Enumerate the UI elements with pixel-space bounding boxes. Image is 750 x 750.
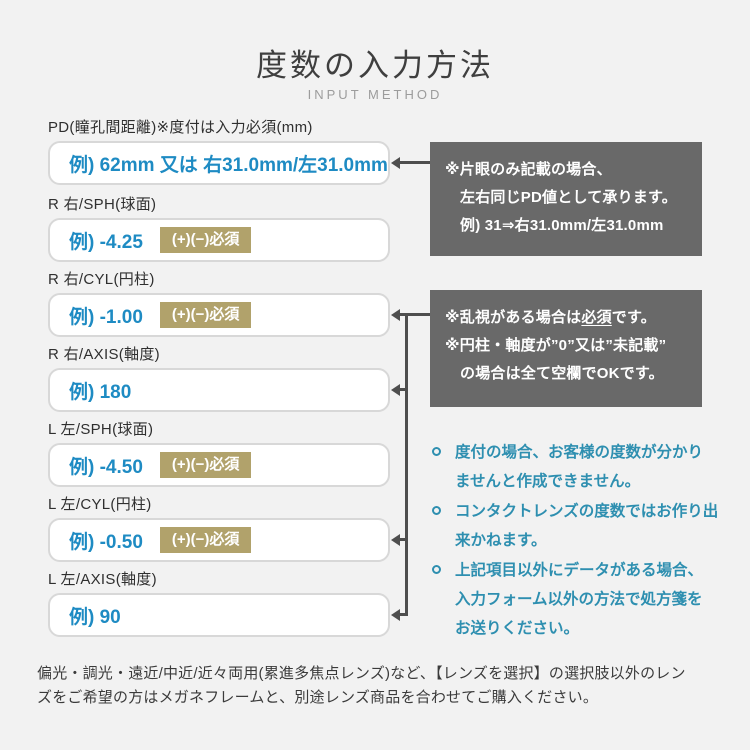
r-sph-label: R 右/SPH(球面) bbox=[48, 196, 157, 213]
arrow-left-icon bbox=[391, 309, 400, 321]
field-r-sph: R 右/SPH(球面) 例) -4.25 (+)(−)必須 bbox=[48, 194, 390, 262]
connector-line bbox=[398, 388, 408, 391]
connector-line bbox=[398, 161, 430, 164]
pd-note-box: ※片眼のみ記載の場合、 左右同じPD値として承ります。 例) 31⇒右31.0m… bbox=[430, 142, 702, 256]
list-item: 度付の場合、お客様の度数が分かり ませんと作成できません。 bbox=[431, 438, 729, 496]
connector-line bbox=[398, 313, 430, 316]
field-r-axis: R 右/AXIS(軸度) 例) 180 bbox=[48, 344, 390, 412]
l-sph-input[interactable]: 例) -4.50 (+)(−)必須 bbox=[48, 443, 390, 487]
list-item: コンタクトレンズの度数ではお作り出 来かねます。 bbox=[431, 497, 729, 555]
r-cyl-label: R 右/CYL(円柱) bbox=[48, 271, 155, 288]
r-axis-label: R 右/AXIS(軸度) bbox=[48, 346, 160, 363]
required-underline: 必須 bbox=[581, 309, 612, 326]
l-cyl-input[interactable]: 例) -0.50 (+)(−)必須 bbox=[48, 518, 390, 562]
section-title: 度数の入力方法 bbox=[256, 48, 494, 83]
field-pd: PD(瞳孔間距離)※度付は入力必須(mm) 例) 62mm 又は 右31.0mm… bbox=[48, 117, 390, 185]
cyl-note-line2: ※円柱・軸度が”0”又は”未記載” bbox=[445, 337, 667, 354]
arrow-left-icon bbox=[391, 157, 400, 169]
required-badge: (+)(−)必須 bbox=[159, 527, 252, 553]
required-badge: (+)(−)必須 bbox=[159, 452, 252, 478]
footer-note: 偏光・調光・遠近/中近/近々両用(累進多焦点レンズ)など、【レンズを選択】の選択… bbox=[37, 665, 686, 706]
cyl-note-line3: の場合は全て空欄でOKです。 bbox=[460, 365, 664, 382]
l-sph-example-text: 例) -4.50 bbox=[69, 456, 143, 478]
section-subtitle: INPUT METHOD bbox=[307, 87, 443, 102]
l-sph-label: L 左/SPH(球面) bbox=[48, 421, 154, 438]
connector-line bbox=[398, 613, 408, 616]
pd-note-line1: ※片眼のみ記載の場合、 bbox=[445, 161, 612, 178]
cyl-axis-note-box: ※乱視がある場合は必須です。 ※円柱・軸度が”0”又は”未記載” の場合は全て空… bbox=[430, 290, 702, 407]
l-axis-label: L 左/AXIS(軸度) bbox=[48, 571, 157, 588]
pd-note-line2: 左右同じPD値として承ります。 bbox=[460, 189, 677, 206]
field-l-axis: L 左/AXIS(軸度) 例) 90 bbox=[48, 569, 390, 637]
r-sph-example-text: 例) -4.25 bbox=[69, 231, 143, 253]
required-badge: (+)(−)必須 bbox=[159, 227, 252, 253]
arrow-left-icon bbox=[391, 384, 400, 396]
circle-bullet-icon bbox=[432, 506, 441, 515]
circle-bullet-icon bbox=[432, 565, 441, 574]
caution-list: 度付の場合、お客様の度数が分かり ませんと作成できません。 コンタクトレンズの度… bbox=[431, 438, 729, 644]
connector-line-vertical bbox=[405, 313, 408, 616]
field-r-cyl: R 右/CYL(円柱) 例) -1.00 (+)(−)必須 bbox=[48, 269, 390, 337]
cyl-note-line1: ※乱視がある場合は必須です。 bbox=[445, 309, 656, 326]
pd-input[interactable]: 例) 62mm 又は 右31.0mm/左31.0mm bbox=[48, 141, 390, 185]
r-axis-example-text: 例) 180 bbox=[69, 381, 132, 403]
connector-line bbox=[398, 538, 408, 541]
r-axis-input[interactable]: 例) 180 bbox=[48, 368, 390, 412]
l-axis-input[interactable]: 例) 90 bbox=[48, 593, 390, 637]
arrow-left-icon bbox=[391, 534, 400, 546]
arrow-left-icon bbox=[391, 609, 400, 621]
required-badge: (+)(−)必須 bbox=[159, 302, 252, 328]
list-item: 上記項目以外にデータがある場合、 入力フォーム以外の方法で処方箋を お送りくださ… bbox=[431, 556, 729, 643]
l-axis-example-text: 例) 90 bbox=[69, 606, 121, 628]
pd-example-text: 例) 62mm 又は 右31.0mm/左31.0mm bbox=[69, 154, 388, 176]
r-sph-input[interactable]: 例) -4.25 (+)(−)必須 bbox=[48, 218, 390, 262]
l-cyl-label: L 左/CYL(円柱) bbox=[48, 496, 152, 513]
r-cyl-example-text: 例) -1.00 bbox=[69, 306, 143, 328]
l-cyl-example-text: 例) -0.50 bbox=[69, 531, 143, 553]
pd-label: PD(瞳孔間距離)※度付は入力必須(mm) bbox=[48, 119, 313, 136]
r-cyl-input[interactable]: 例) -1.00 (+)(−)必須 bbox=[48, 293, 390, 337]
field-l-sph: L 左/SPH(球面) 例) -4.50 (+)(−)必須 bbox=[48, 419, 390, 487]
circle-bullet-icon bbox=[432, 447, 441, 456]
pd-note-line3: 例) 31⇒右31.0mm/左31.0mm bbox=[460, 217, 664, 234]
field-l-cyl: L 左/CYL(円柱) 例) -0.50 (+)(−)必須 bbox=[48, 494, 390, 562]
